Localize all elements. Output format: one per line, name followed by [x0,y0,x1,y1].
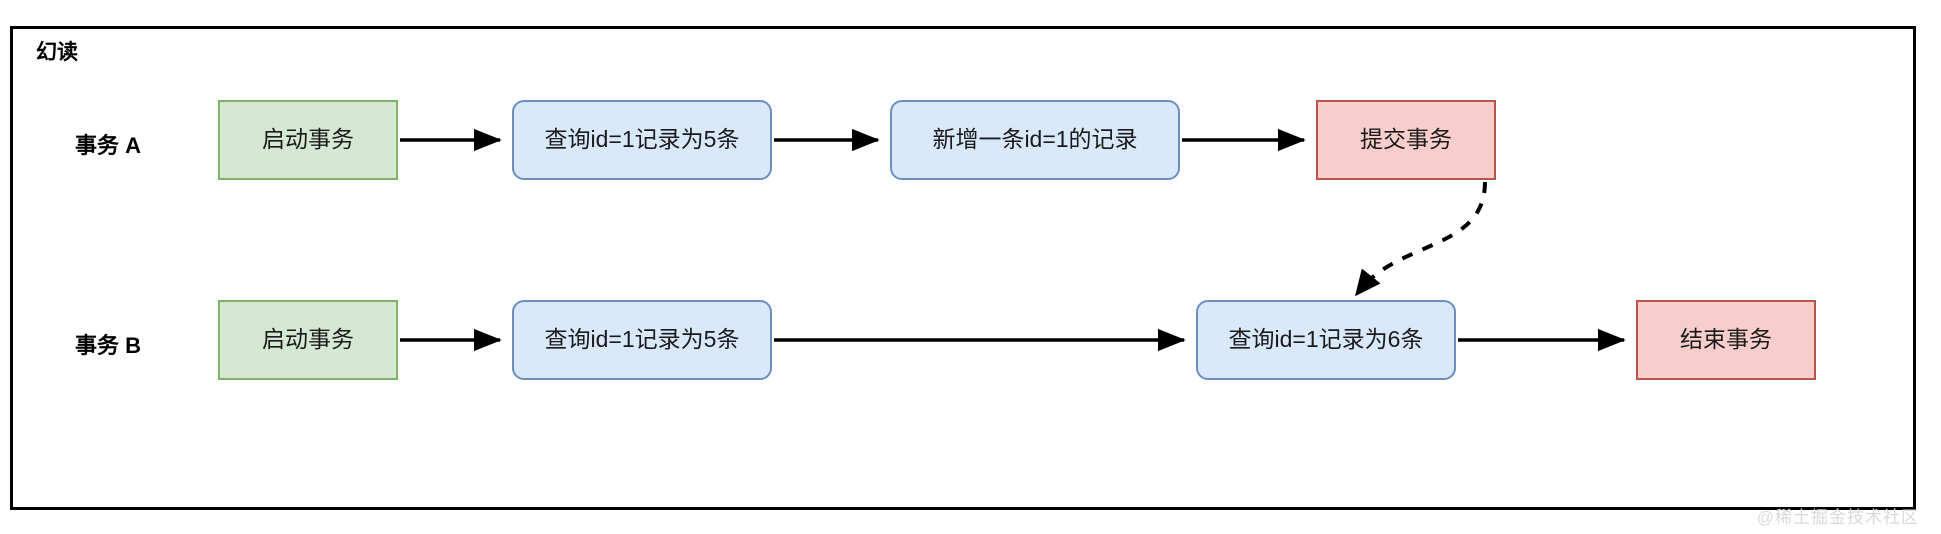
node-a-start-transaction[interactable]: 启动事务 [218,100,398,180]
watermark: @稀土掘金技术社区 [1756,508,1919,527]
node-b-query-6-rows[interactable]: 查询id=1记录为6条 [1196,300,1456,380]
node-a-query-5-rows[interactable]: 查询id=1记录为5条 [512,100,772,180]
diagram-frame [10,26,1916,510]
row-label-transaction-b: 事务 B [75,333,142,358]
node-a-commit-transaction[interactable]: 提交事务 [1316,100,1496,180]
row-label-transaction-a: 事务 A [75,133,142,158]
node-b-start-transaction[interactable]: 启动事务 [218,300,398,380]
node-b-query-5-rows[interactable]: 查询id=1记录为5条 [512,300,772,380]
node-a-insert-record[interactable]: 新增一条id=1的记录 [890,100,1180,180]
diagram-title: 幻读 [36,41,78,64]
node-b-end-transaction[interactable]: 结束事务 [1636,300,1816,380]
